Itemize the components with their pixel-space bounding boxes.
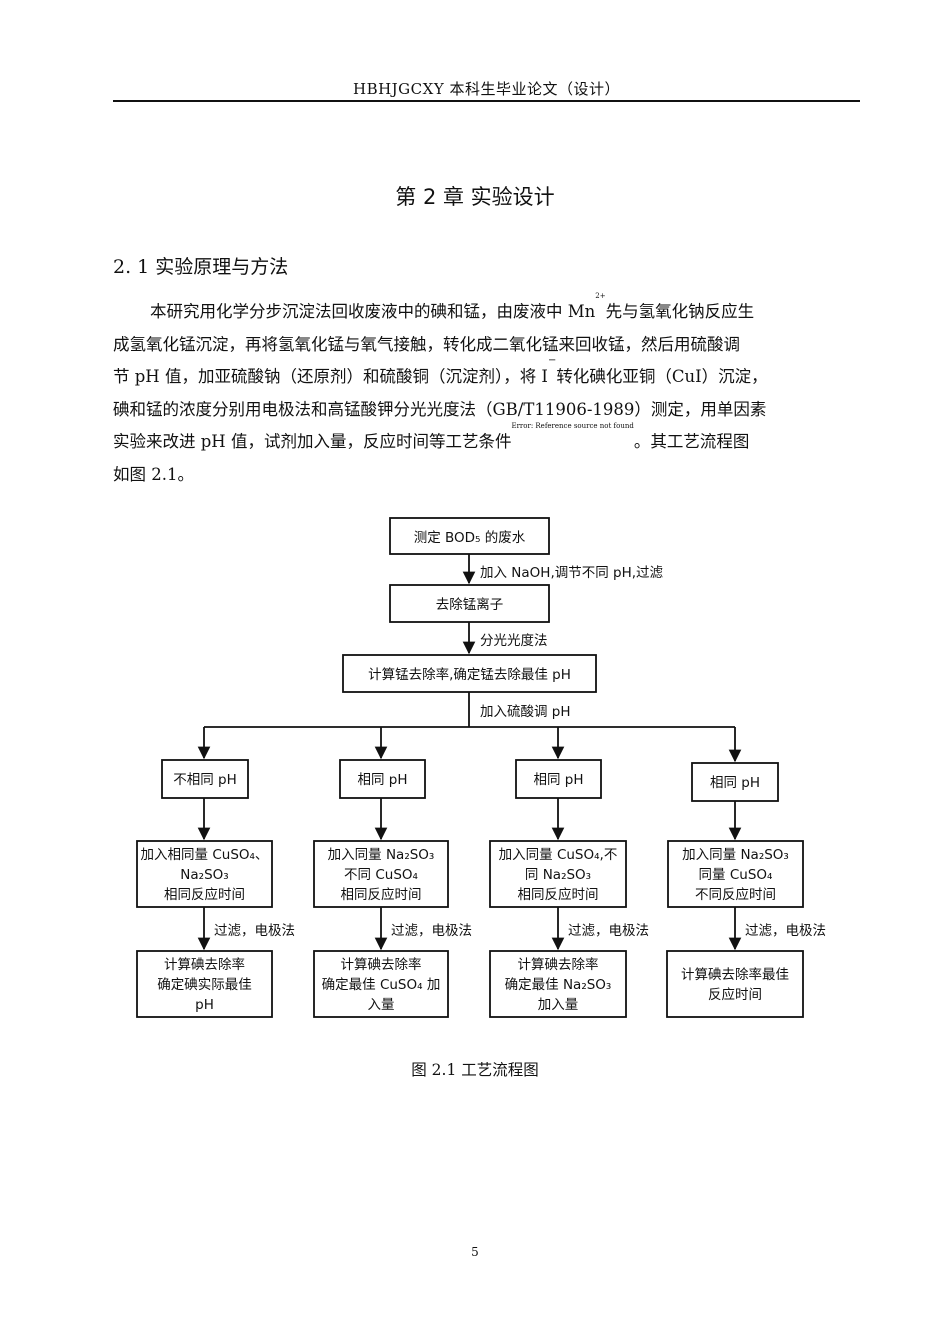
- flow-text-result: 计算碘去除率最佳: [681, 966, 789, 983]
- flow-text-ph: 相同 pH: [533, 772, 583, 788]
- paragraph-line-5: 实验来改进 pH 值，试剂加入量，反应时间等工艺条件Error: Referen…: [113, 423, 863, 459]
- flow-box-result: [666, 950, 804, 1018]
- text-run: 本研究用化学分步沉淀法回收废液中的碘和锰，由废液中 Mn: [150, 302, 596, 321]
- flow-box-result: [313, 950, 449, 1018]
- superscript: 2+: [595, 292, 606, 300]
- flow-text-result: 计算碘去除率: [341, 956, 422, 973]
- flow-text-result: 入量: [368, 997, 395, 1013]
- flow-text-condition: 相同反应时间: [518, 886, 599, 903]
- flow-text-result: 计算碘去除率: [164, 956, 245, 973]
- flow-label-spectro: 分光光度法: [480, 633, 548, 649]
- chapter-title: 第 2 章 实验设计: [395, 185, 555, 209]
- reference-error-note: Error: Reference source not found: [511, 422, 634, 431]
- flow-text-result: 加入量: [538, 997, 579, 1013]
- flow-text-condition: 不同 CuSO₄: [344, 867, 418, 883]
- flow-text-result: pH: [195, 997, 214, 1013]
- flow-text-condition: Na₂SO₃: [180, 867, 228, 883]
- flow-label-method: 过滤，电极法: [745, 923, 826, 939]
- flow-box-ph: [161, 759, 249, 799]
- flow-text-ph: 相同 pH: [710, 775, 760, 791]
- flow-text-condition: 不同反应时间: [695, 886, 776, 903]
- flow-text-result: 反应时间: [708, 986, 762, 1003]
- flow-box-remove-mn: [389, 584, 550, 623]
- flow-label-method: 过滤，电极法: [568, 923, 649, 939]
- flow-box-wastewater: [389, 517, 550, 555]
- flow-text-condition: 加入同量 CuSO₄,不: [499, 847, 618, 863]
- superscript: −: [547, 355, 557, 367]
- flow-text-mn-optimum: 计算锰去除率,确定锰去除最佳 pH: [368, 666, 571, 683]
- flow-branches: 不相同 pH 加入相同量 CuSO₄、 Na₂SO₃ 相同反应时间过滤，电极法计算碘去…: [136, 727, 826, 1018]
- flow-text-result: 计算碘去除率: [518, 956, 599, 973]
- text-run: 。其工艺流程图: [633, 432, 750, 452]
- flow-text-condition: 同 Na₂SO₃: [525, 867, 591, 883]
- text-run: 先与氢氧化钠反应生: [605, 302, 755, 321]
- page-header: HBHJGCXY 本科生毕业论文（设计）: [352, 80, 620, 98]
- page-number: 5: [471, 1245, 479, 1259]
- flow-text-result: 确定最佳 Na₂SO₃: [505, 977, 612, 993]
- section-title: 2. 1 实验原理与方法: [113, 256, 289, 278]
- flow-box-condition: [489, 840, 627, 908]
- paragraph-line-3: 节 pH 值，加亚硫酸钠（还原剂）和硫酸铜（沉淀剂），将 I−转化碘化亚铜（Cu…: [113, 356, 863, 394]
- flow-box-ph: [339, 759, 426, 799]
- text-run: 节 pH 值，加亚硫酸钠（还原剂）和硫酸铜（沉淀剂），将 I: [113, 367, 548, 387]
- flow-box-ph: [515, 759, 602, 799]
- flow-text-ph: 相同 pH: [357, 772, 407, 788]
- flow-text-ph: 不相同 pH: [173, 772, 237, 788]
- flow-box-result: [489, 950, 627, 1018]
- paragraph-line-4: 碘和锰的浓度分别用电极法和高锰酸钾分光光度法（GB/T11906-1989）测定…: [113, 399, 767, 419]
- flow-label-method: 过滤，电极法: [214, 923, 295, 939]
- flow-label-naoh: 加入 NaOH,调节不同 pH,过滤: [480, 565, 664, 581]
- flow-text-condition: 加入相同量 CuSO₄、: [141, 847, 269, 863]
- flow-text-condition: 同量 CuSO₄: [699, 867, 773, 883]
- paragraph-line-2: 成氢氧化锰沉淀，再将氢氧化锰与氧气接触，转化成二氧化锰来回收锰，然后用硫酸调: [113, 334, 740, 354]
- flow-box-mn-optimum: [342, 654, 597, 693]
- flow-box-condition: [667, 840, 804, 908]
- flow-text-wastewater: 测定 BOD₅ 的废水: [414, 530, 526, 546]
- flow-text-condition: 相同反应时间: [164, 886, 245, 903]
- paragraph-line-6: 如图 2.1。: [113, 464, 194, 484]
- flow-text-condition: 加入同量 Na₂SO₃: [328, 847, 435, 863]
- text-run: 转化碘化亚铜（CuI）沉淀，: [556, 367, 768, 387]
- flow-box-condition: [313, 840, 449, 908]
- body-paragraph: 本研究用化学分步沉淀法回收废液中的碘和锰，由废液中 Mn2+先与氢氧化钠反应生 …: [113, 293, 863, 492]
- flow-box-condition: [136, 840, 273, 908]
- flow-text-result: 确定碘实际最佳: [157, 977, 252, 993]
- flow-label-method: 过滤，电极法: [391, 923, 472, 939]
- process-flowchart: 测定 BOD₅ 的废水 加入 NaOH,调节不同 pH,过滤 去除锰离子 分光光…: [136, 517, 826, 1018]
- paragraph-line-1: 本研究用化学分步沉淀法回收废液中的碘和锰，由废液中 Mn 2+ 先与氢氧化钠反应生: [113, 293, 863, 329]
- flow-text-result: 确定最佳 CuSO₄ 加: [322, 977, 441, 993]
- flow-text-condition: 加入同量 Na₂SO₃: [682, 847, 789, 863]
- flow-label-h2so4: 加入硫酸调 pH: [480, 704, 571, 720]
- header-rule: [113, 100, 860, 102]
- figure-caption: 图 2.1 工艺流程图: [411, 1061, 539, 1079]
- text-run: 实验来改进 pH 值，试剂加入量，反应时间等工艺条件: [113, 432, 512, 452]
- flow-text-remove-mn: 去除锰离子: [436, 596, 504, 613]
- flow-text-condition: 相同反应时间: [341, 886, 422, 903]
- flow-box-result: [136, 950, 273, 1018]
